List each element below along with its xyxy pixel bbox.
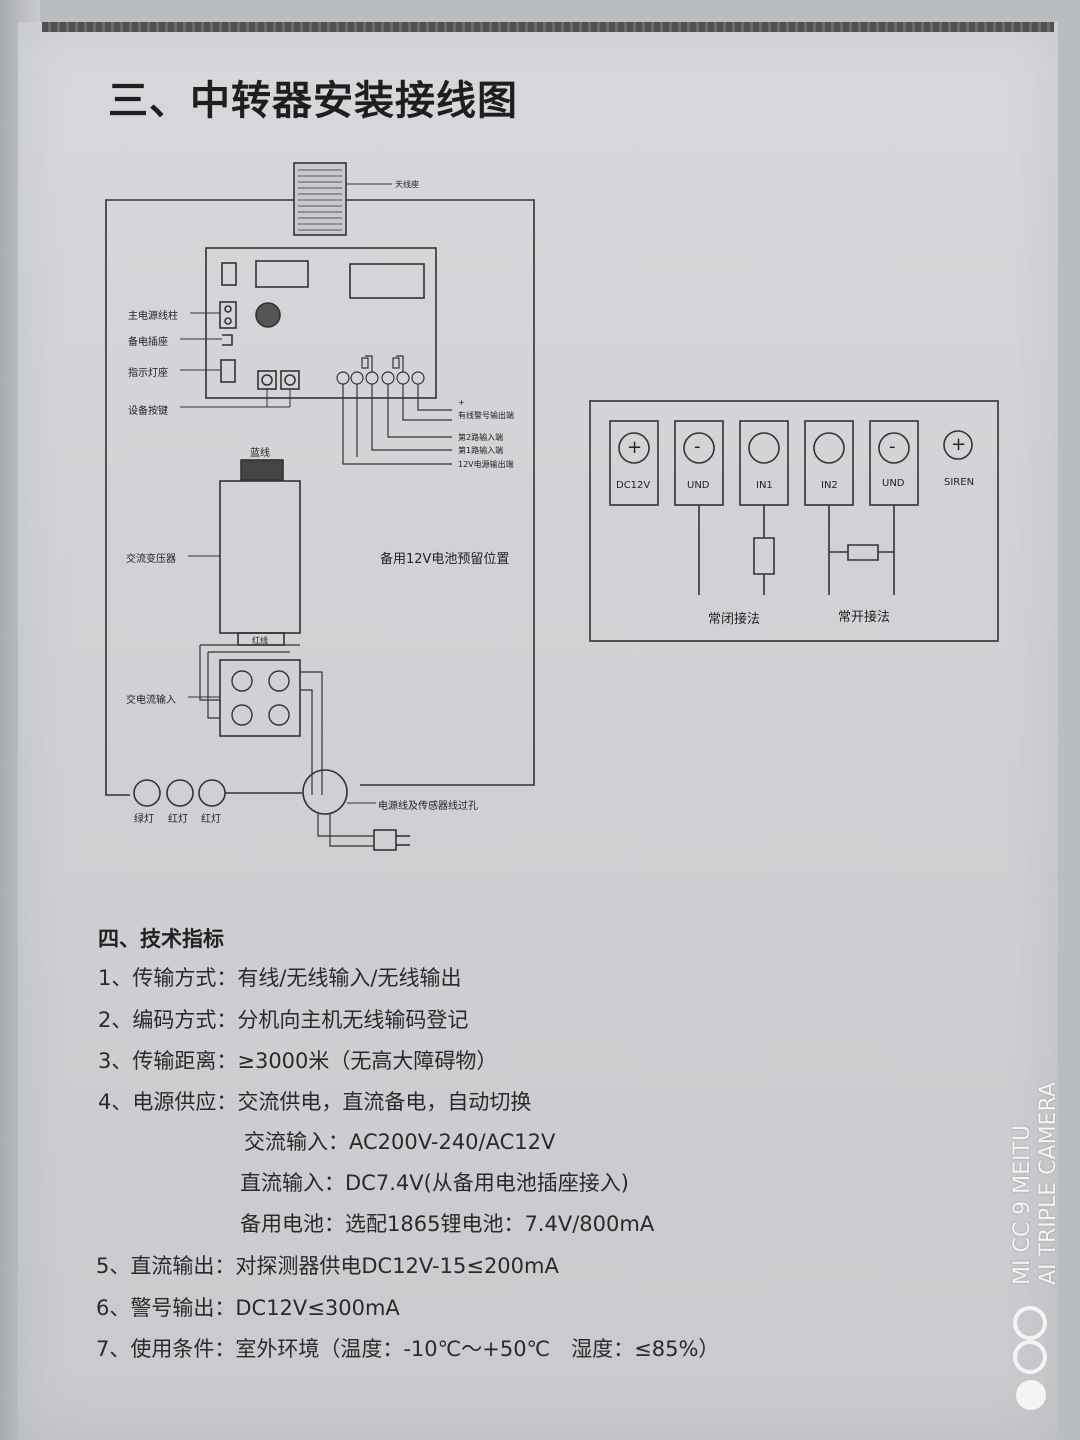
spec-line: 7、使用条件：室外环境（温度：-10℃～+50℃ 湿度：≤85%） [96, 1337, 720, 1361]
spec-line: 备用电池：选配1865锂电池：7.4V/800mA [240, 1212, 655, 1236]
spec-line: 4、电源供应：交流供电，直流备电，自动切换 [98, 1090, 532, 1114]
terminal-symbol: - [889, 436, 896, 457]
page-title: 三、中转器安装接线图 [108, 78, 518, 124]
top-border [42, 22, 1054, 32]
document-page [18, 22, 1058, 1440]
cable-hole [302, 769, 348, 815]
plus-mark: + [458, 398, 465, 407]
spec-line: 交流输入：AC200V-240/AC12V [244, 1130, 556, 1154]
blue-wire-label: 蓝线 [250, 448, 270, 459]
spec-line: 6、警号输出：DC12V≤300mA [96, 1296, 400, 1320]
spec-line: 2、编码方式：分机向主机无线输码登记 [98, 1008, 469, 1032]
terminal-label-in1: IN1 [756, 480, 773, 491]
circuit-board [205, 247, 437, 399]
watermark-ring-icon [1013, 1340, 1047, 1374]
terminal-symbol: - [694, 436, 701, 457]
terminal-label-dc12v: DC12V [616, 480, 651, 491]
antenna-block [293, 162, 347, 236]
watermark-ring-icon [1013, 1306, 1047, 1340]
power-plug [373, 829, 397, 851]
v12-output-label: 12V电源输出端 [458, 460, 514, 469]
blue-wire-connector [240, 459, 284, 481]
red-wire-label: 红线 [252, 636, 268, 645]
terminal-box [589, 400, 999, 642]
camera-watermark: MI CC 9 MEITU AI TRIPLE CAMERA [1010, 1082, 1062, 1285]
watermark-dot-icon [1016, 1380, 1046, 1410]
ac-input-label: 交电流输入 [126, 695, 176, 706]
red-light-2 [198, 779, 226, 807]
enclosure-outline [105, 199, 535, 796]
watermark-line1: MI CC 9 MEITU [1010, 1124, 1035, 1285]
ac-transformer-label: 交流变压器 [126, 554, 176, 565]
terminal-symbol: + [951, 434, 967, 455]
input2-label: 第2路输入端 [458, 433, 504, 442]
no-method-label: 常开接法 [838, 610, 891, 625]
ac-transformer [219, 480, 301, 634]
setup-button-label: 设备按键 [128, 406, 168, 417]
ac-terminal-block [219, 659, 301, 737]
antenna-label: 天线座 [395, 180, 419, 189]
wired-alarm-output-label: 有线警号输出端 [458, 411, 514, 420]
spec-line: 直流输入：DC7.4V(从备用电池插座接入) [240, 1171, 629, 1195]
spec-line: 3、传输距离：≥3000米（无高大障碍物） [98, 1049, 498, 1073]
indicator-socket-label: 指示灯座 [128, 368, 168, 379]
red-light-2-label: 红灯 [201, 814, 221, 825]
red-light-1-label: 红灯 [168, 814, 188, 825]
green-light [133, 779, 161, 807]
backup-socket-label: 备电插座 [128, 337, 168, 348]
buzzer [255, 302, 281, 328]
nc-method-label: 常闭接法 [708, 612, 761, 627]
spec-line: 1、传输方式：有线/无线输入/无线输出 [98, 966, 462, 990]
spec-line: 5、直流输出：对探测器供电DC12V-15≤200mA [96, 1254, 559, 1278]
green-light-label: 绿灯 [134, 814, 154, 825]
terminal-label-in2: IN2 [821, 480, 838, 491]
terminal-symbol: + [627, 437, 643, 458]
terminal-label-und: UND [687, 480, 710, 491]
terminal-label-siren: SIREN [944, 477, 975, 488]
cable-hole-label: 电源线及传感器线过孔 [378, 801, 478, 812]
watermark-line2: AI TRIPLE CAMERA [1036, 1082, 1061, 1285]
red-light-1 [166, 779, 194, 807]
specs-heading: 四、技术指标 [98, 927, 224, 951]
battery-reserve-label: 备用12V电池预留位置 [380, 552, 510, 567]
terminal-label-und: UND [882, 478, 905, 489]
main-terminal-label: 主电源线柱 [128, 311, 178, 322]
input1-label: 第1路输入端 [458, 446, 504, 455]
